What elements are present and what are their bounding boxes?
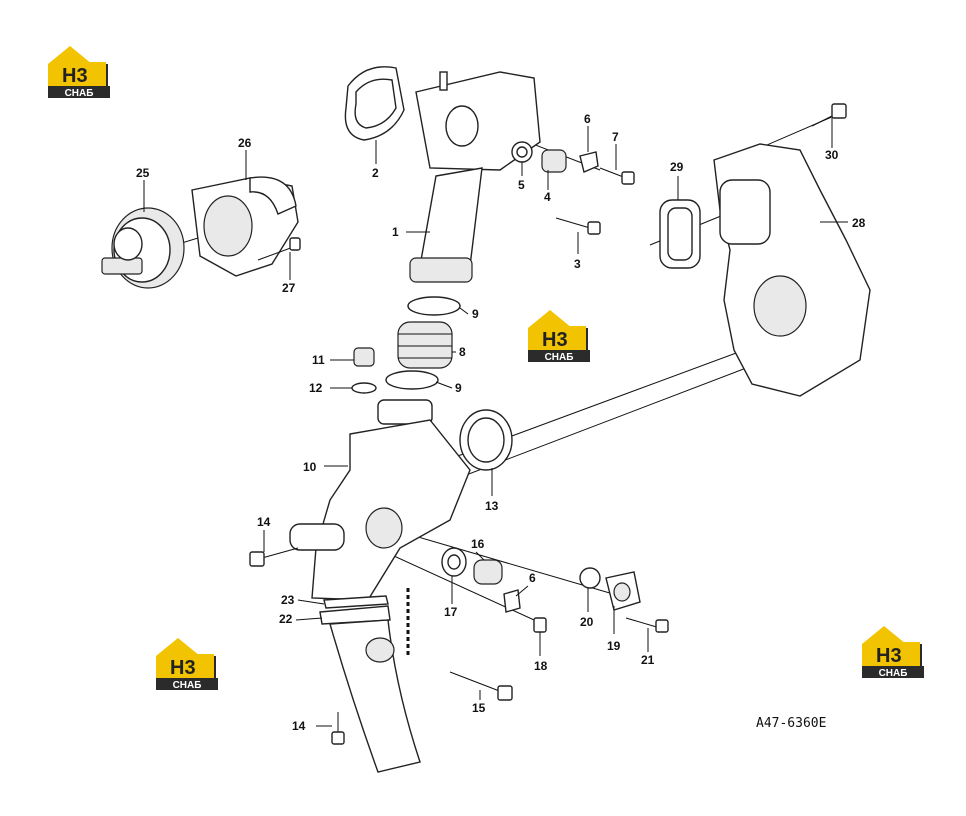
- watermark-logo-top-left: H3 СНАБ: [48, 46, 110, 99]
- callout-17: 17: [444, 605, 458, 619]
- drawing-code: A47-6360E: [756, 716, 826, 731]
- callout-22: 22: [279, 612, 293, 626]
- callout-9-lower: 9: [455, 381, 462, 395]
- part-cover-19: [605, 571, 641, 611]
- part-bolt-27: [257, 237, 301, 261]
- part-o-ring-20: [579, 567, 601, 589]
- svg-text:H3: H3: [542, 329, 568, 351]
- svg-text:H3: H3: [876, 645, 902, 667]
- part-gasket-29: [659, 199, 701, 269]
- assembly-axis-bottom: [369, 544, 546, 626]
- callout-21: 21: [641, 653, 655, 667]
- part-bolt-18: [533, 617, 547, 633]
- callout-11: 11: [312, 353, 325, 367]
- svg-text:H3: H3: [62, 65, 88, 87]
- callout-13: 13: [485, 499, 499, 513]
- callout-29: 29: [670, 160, 684, 174]
- part-o-ring-9b: [385, 370, 439, 390]
- part-bolt-30: [811, 103, 847, 127]
- part-bellows-8: [397, 321, 453, 369]
- part-bolt-14a: [249, 547, 299, 567]
- callout-1: 1: [392, 225, 399, 239]
- svg-text:СНАБ: СНАБ: [65, 88, 94, 99]
- watermark-logo-center: H3 СНАБ: [528, 310, 590, 363]
- part-washer-12: [351, 382, 377, 394]
- part-plug-11: [353, 347, 375, 367]
- callout-7: 7: [612, 130, 619, 144]
- callout-8: 8: [459, 345, 466, 359]
- callout-28: 28: [852, 216, 866, 230]
- callout-23: 23: [281, 593, 295, 607]
- part-bolt-15: [449, 671, 513, 701]
- callout-14-upper: 14: [257, 515, 271, 529]
- part-elbow-pipe: [329, 619, 421, 773]
- part-flange-22: [319, 605, 391, 625]
- part-bolt-3: [555, 217, 601, 235]
- part-o-ring-9a: [407, 296, 461, 316]
- part-sleeve-4: [541, 149, 567, 173]
- part-bolt-14b: [331, 712, 345, 745]
- callout-16: 16: [471, 537, 485, 551]
- part-bolt-21: [625, 617, 669, 633]
- part-clip-6a: [579, 151, 599, 173]
- part-pump-housing-28: [713, 143, 871, 397]
- callout-19: 19: [607, 639, 621, 653]
- svg-text:СНАБ: СНАБ: [879, 668, 908, 679]
- part-thermostat-housing: [191, 176, 299, 277]
- watermark-logo-bottom-right: H3 СНАБ: [862, 626, 924, 679]
- callout-15: 15: [472, 701, 486, 715]
- svg-text:H3: H3: [170, 657, 196, 679]
- svg-text:СНАБ: СНАБ: [173, 680, 202, 691]
- part-seal-23: [323, 595, 389, 609]
- callout-26: 26: [238, 136, 252, 150]
- part-seal-13: [459, 409, 513, 471]
- part-seal-17: [441, 547, 467, 577]
- part-lower-housing-10: [289, 399, 471, 601]
- callout-12: 12: [309, 381, 323, 395]
- callout-5: 5: [518, 178, 525, 192]
- callout-6-lower: 6: [529, 571, 536, 585]
- callout-27: 27: [282, 281, 296, 295]
- callout-14-lower: 14: [292, 719, 306, 733]
- callout-9-upper: 9: [472, 307, 479, 321]
- callout-2: 2: [372, 166, 379, 180]
- part-bolt-7: [599, 167, 635, 185]
- part-gasket-2: [344, 66, 405, 141]
- callout-18: 18: [534, 659, 548, 673]
- leader-lines: [143, 118, 848, 727]
- callout-30: 30: [825, 148, 839, 162]
- part-pipe-1: [409, 71, 541, 283]
- callout-4: 4: [544, 190, 551, 204]
- part-sleeve-16: [473, 559, 503, 585]
- part-seal-5: [511, 141, 533, 163]
- callout-25: 25: [136, 166, 150, 180]
- part-thermostat: [101, 207, 185, 289]
- callout-20: 20: [580, 615, 594, 629]
- svg-text:СНАБ: СНАБ: [545, 352, 574, 363]
- watermark-logo-bottom-left: H3 СНАБ: [156, 638, 218, 691]
- callout-10: 10: [303, 460, 317, 474]
- part-clip-6b: [503, 589, 521, 613]
- callout-3: 3: [574, 257, 581, 271]
- callout-labels: 1 2 3 4 5 6 7 8 9 9 10 11 12 13 14 14 15…: [136, 112, 866, 733]
- callout-6-upper: 6: [584, 112, 591, 126]
